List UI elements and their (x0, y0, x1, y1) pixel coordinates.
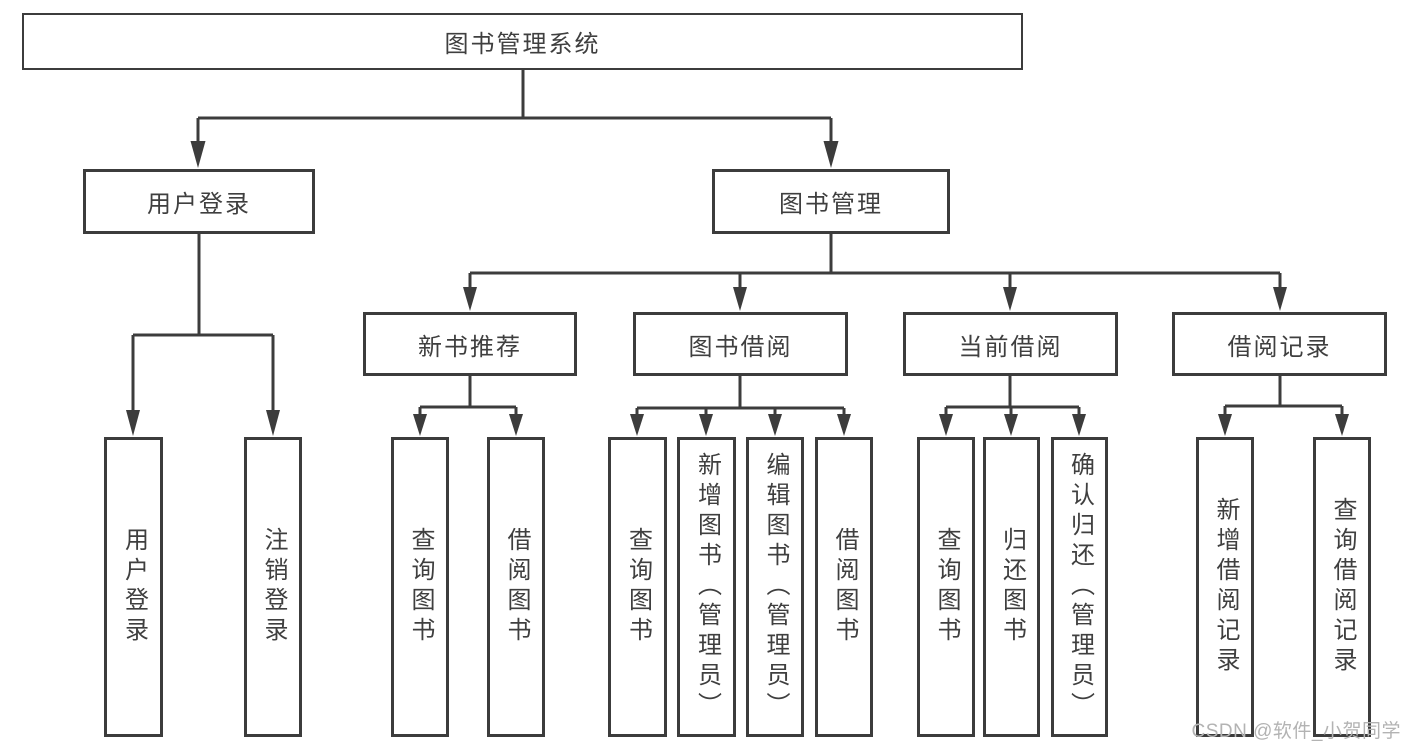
leaf-label: 注销登录 (260, 527, 287, 647)
leaf-confirm-return-admin: 确认归还（管理员） (1051, 437, 1108, 737)
leaf-borrow-books-recommend: 借阅图书 (487, 437, 545, 737)
leaf-label: 新增借阅记录 (1212, 497, 1239, 677)
leaf-label: 查询借阅记录 (1329, 497, 1356, 677)
connector-user-login (126, 234, 280, 436)
node-borrow-records: 借阅记录 (1172, 312, 1387, 376)
connector-borrow-records (1218, 376, 1349, 436)
connector-root (190, 68, 839, 168)
leaf-label: 编辑图书（管理员） (762, 452, 789, 722)
leaf-query-books-recommend: 查询图书 (391, 437, 449, 737)
leaf-label: 查询图书 (933, 527, 960, 647)
connector-book-management (463, 234, 1287, 311)
node-new-book-recommend: 新书推荐 (363, 312, 577, 376)
csdn-watermark: CSDN @软件_小贺同学 (1191, 721, 1401, 742)
node-user-login: 用户登录 (83, 169, 315, 234)
leaf-query-books-current: 查询图书 (917, 437, 975, 737)
leaf-query-borrow-record: 查询借阅记录 (1313, 437, 1371, 737)
connector-new-book-recommend (413, 376, 523, 436)
leaf-label: 借阅图书 (831, 527, 858, 647)
connector-book-borrow (630, 376, 851, 436)
node-current-borrow: 当前借阅 (903, 312, 1118, 376)
node-book-management: 图书管理 (712, 169, 950, 234)
node-root: 图书管理系统 (22, 13, 1023, 70)
leaf-borrow-books: 借阅图书 (815, 437, 873, 737)
leaf-label: 归还图书 (998, 527, 1026, 647)
connector-current-borrow (939, 376, 1086, 436)
node-book-borrow: 图书借阅 (633, 312, 848, 376)
leaf-label: 查询图书 (407, 527, 434, 647)
leaf-label: 新增图书（管理员） (693, 452, 721, 722)
leaf-return-book: 归还图书 (983, 437, 1040, 737)
leaf-edit-book-admin: 编辑图书（管理员） (746, 437, 804, 737)
leaf-label: 确认归还（管理员） (1066, 452, 1094, 722)
leaf-query-books-borrow: 查询图书 (608, 437, 667, 737)
leaf-label: 用户登录 (120, 527, 148, 647)
leaf-user-login: 用户登录 (104, 437, 163, 737)
leaf-label: 借阅图书 (503, 527, 530, 647)
leaf-label: 查询图书 (624, 527, 652, 647)
leaf-add-borrow-record: 新增借阅记录 (1196, 437, 1254, 737)
leaf-add-book-admin: 新增图书（管理员） (677, 437, 736, 737)
leaf-logout: 注销登录 (244, 437, 302, 737)
